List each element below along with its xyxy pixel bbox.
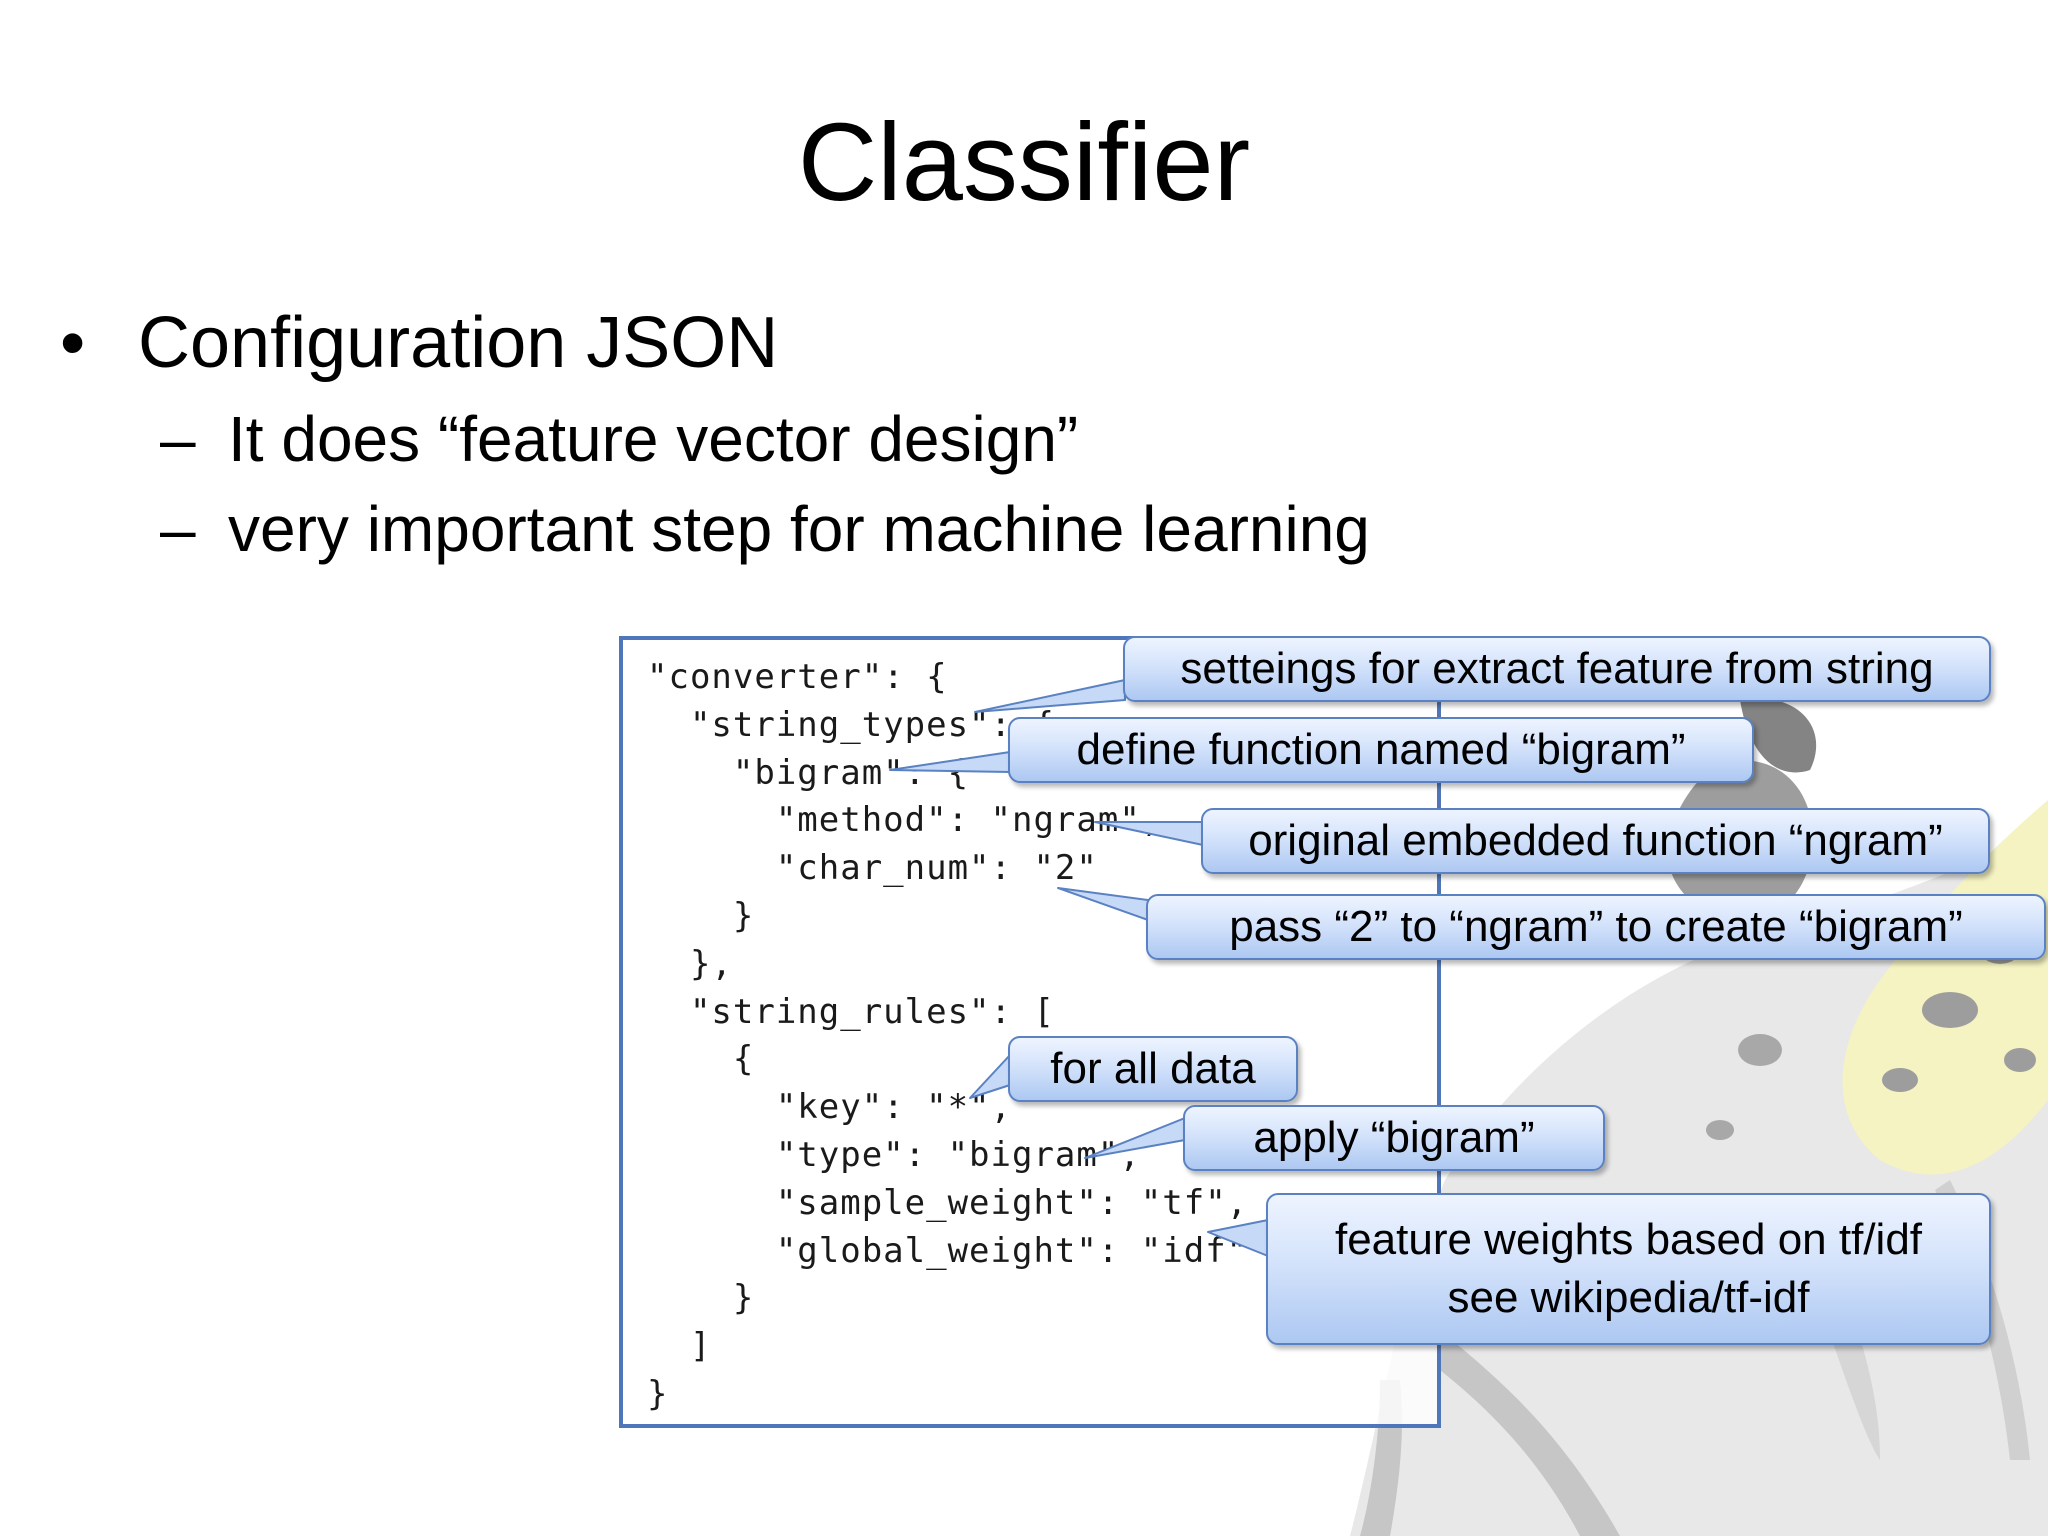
dash-mark: – bbox=[160, 403, 196, 475]
callout-converter-settings: setteings for extract feature from strin… bbox=[1123, 636, 1991, 702]
callout-weights-line2: see wikipedia/tf-idf bbox=[1447, 1273, 1810, 1322]
callout-feature-weights: feature weights based on tf/idf see wiki… bbox=[1266, 1193, 1991, 1345]
sub-bullet-text: very important step for machine learning bbox=[228, 493, 1370, 565]
dash-mark: – bbox=[160, 493, 196, 565]
callout-apply-bigram: apply “bigram” bbox=[1183, 1105, 1605, 1171]
callout-ngram-function: original embedded function “ngram” bbox=[1201, 808, 1990, 874]
sub-bullet-text: It does “feature vector design” bbox=[228, 403, 1079, 475]
json-config-code: "converter": { "string_types": { "bigram… bbox=[647, 657, 1249, 1414]
bullet-text: Configuration JSON bbox=[138, 303, 779, 383]
callout-all-data: for all data bbox=[1008, 1036, 1298, 1102]
callout-char-num: pass “2” to “ngram” to create “bigram” bbox=[1146, 894, 2046, 960]
callout-weights-line1: feature weights based on tf/idf bbox=[1334, 1215, 1923, 1264]
bullet-dot: • bbox=[60, 303, 86, 383]
callout-bigram-definition: define function named “bigram” bbox=[1008, 717, 1754, 783]
slide-title: Classifier bbox=[797, 101, 1251, 224]
